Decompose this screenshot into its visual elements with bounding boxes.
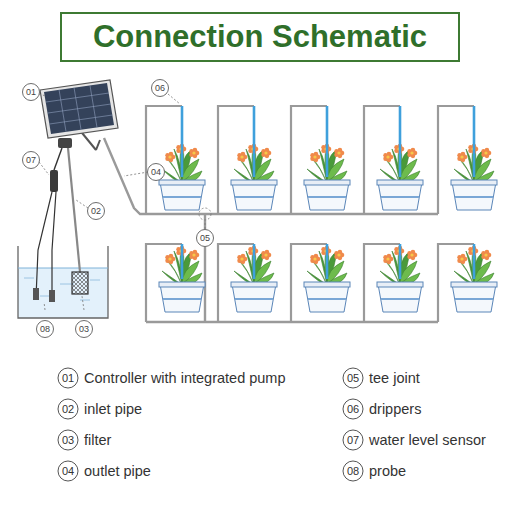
callout-number: 01 (22, 83, 40, 101)
solar-panel (44, 83, 114, 134)
inlet-pipe (68, 148, 80, 272)
part-name: probe (369, 463, 406, 479)
callout-number: 03 (75, 320, 93, 338)
part-name: drippers (369, 401, 421, 417)
tee-joint (199, 208, 211, 220)
callout-number: 05 (196, 229, 214, 247)
callout-number: 02 (87, 202, 105, 220)
callout-number: 06 (151, 79, 169, 97)
leader-lines (39, 94, 205, 310)
water-level-sensor (50, 170, 58, 192)
legend-number: 03 (58, 430, 79, 451)
legend-number: 02 (58, 399, 79, 420)
diagram-title: Connection Schematic (93, 19, 427, 55)
part-name: inlet pipe (84, 401, 142, 417)
legend-number: 01 (58, 368, 79, 389)
outlet-pipe (104, 138, 438, 214)
potted-plant (291, 106, 350, 214)
legend-number: 06 (343, 399, 364, 420)
probe-wires (36, 192, 56, 300)
part-name: water level sensor (369, 432, 486, 448)
legend-number: 08 (343, 461, 364, 482)
potted-plant (146, 106, 205, 214)
part-name: tee joint (369, 370, 420, 386)
solar-panel-frame (40, 80, 118, 138)
callout-number: 04 (147, 163, 165, 181)
potted-plant (218, 106, 277, 214)
bucket (18, 246, 108, 318)
potted-plant (438, 106, 497, 214)
potted-plant (364, 106, 423, 214)
filter (72, 272, 88, 294)
water (18, 268, 108, 318)
legend-number: 04 (58, 461, 79, 482)
potted-plant (291, 244, 350, 322)
lower-pipe (146, 214, 438, 322)
part-name: outlet pipe (84, 463, 151, 479)
controller (58, 138, 72, 148)
part-name: Controller with integrated pump (84, 370, 286, 386)
plant-pots (146, 106, 497, 322)
legend-number: 07 (343, 430, 364, 451)
callout-number: 07 (22, 151, 40, 169)
potted-plant (218, 244, 277, 322)
potted-plant (364, 244, 423, 322)
probe (33, 288, 39, 300)
water-line (18, 268, 108, 269)
callout-number: 08 (36, 320, 54, 338)
legend-number: 05 (343, 368, 364, 389)
probe (49, 290, 55, 302)
potted-plant (146, 244, 205, 322)
part-name: filter (84, 432, 111, 448)
panel-grid (46, 86, 113, 132)
potted-plant (438, 244, 497, 322)
